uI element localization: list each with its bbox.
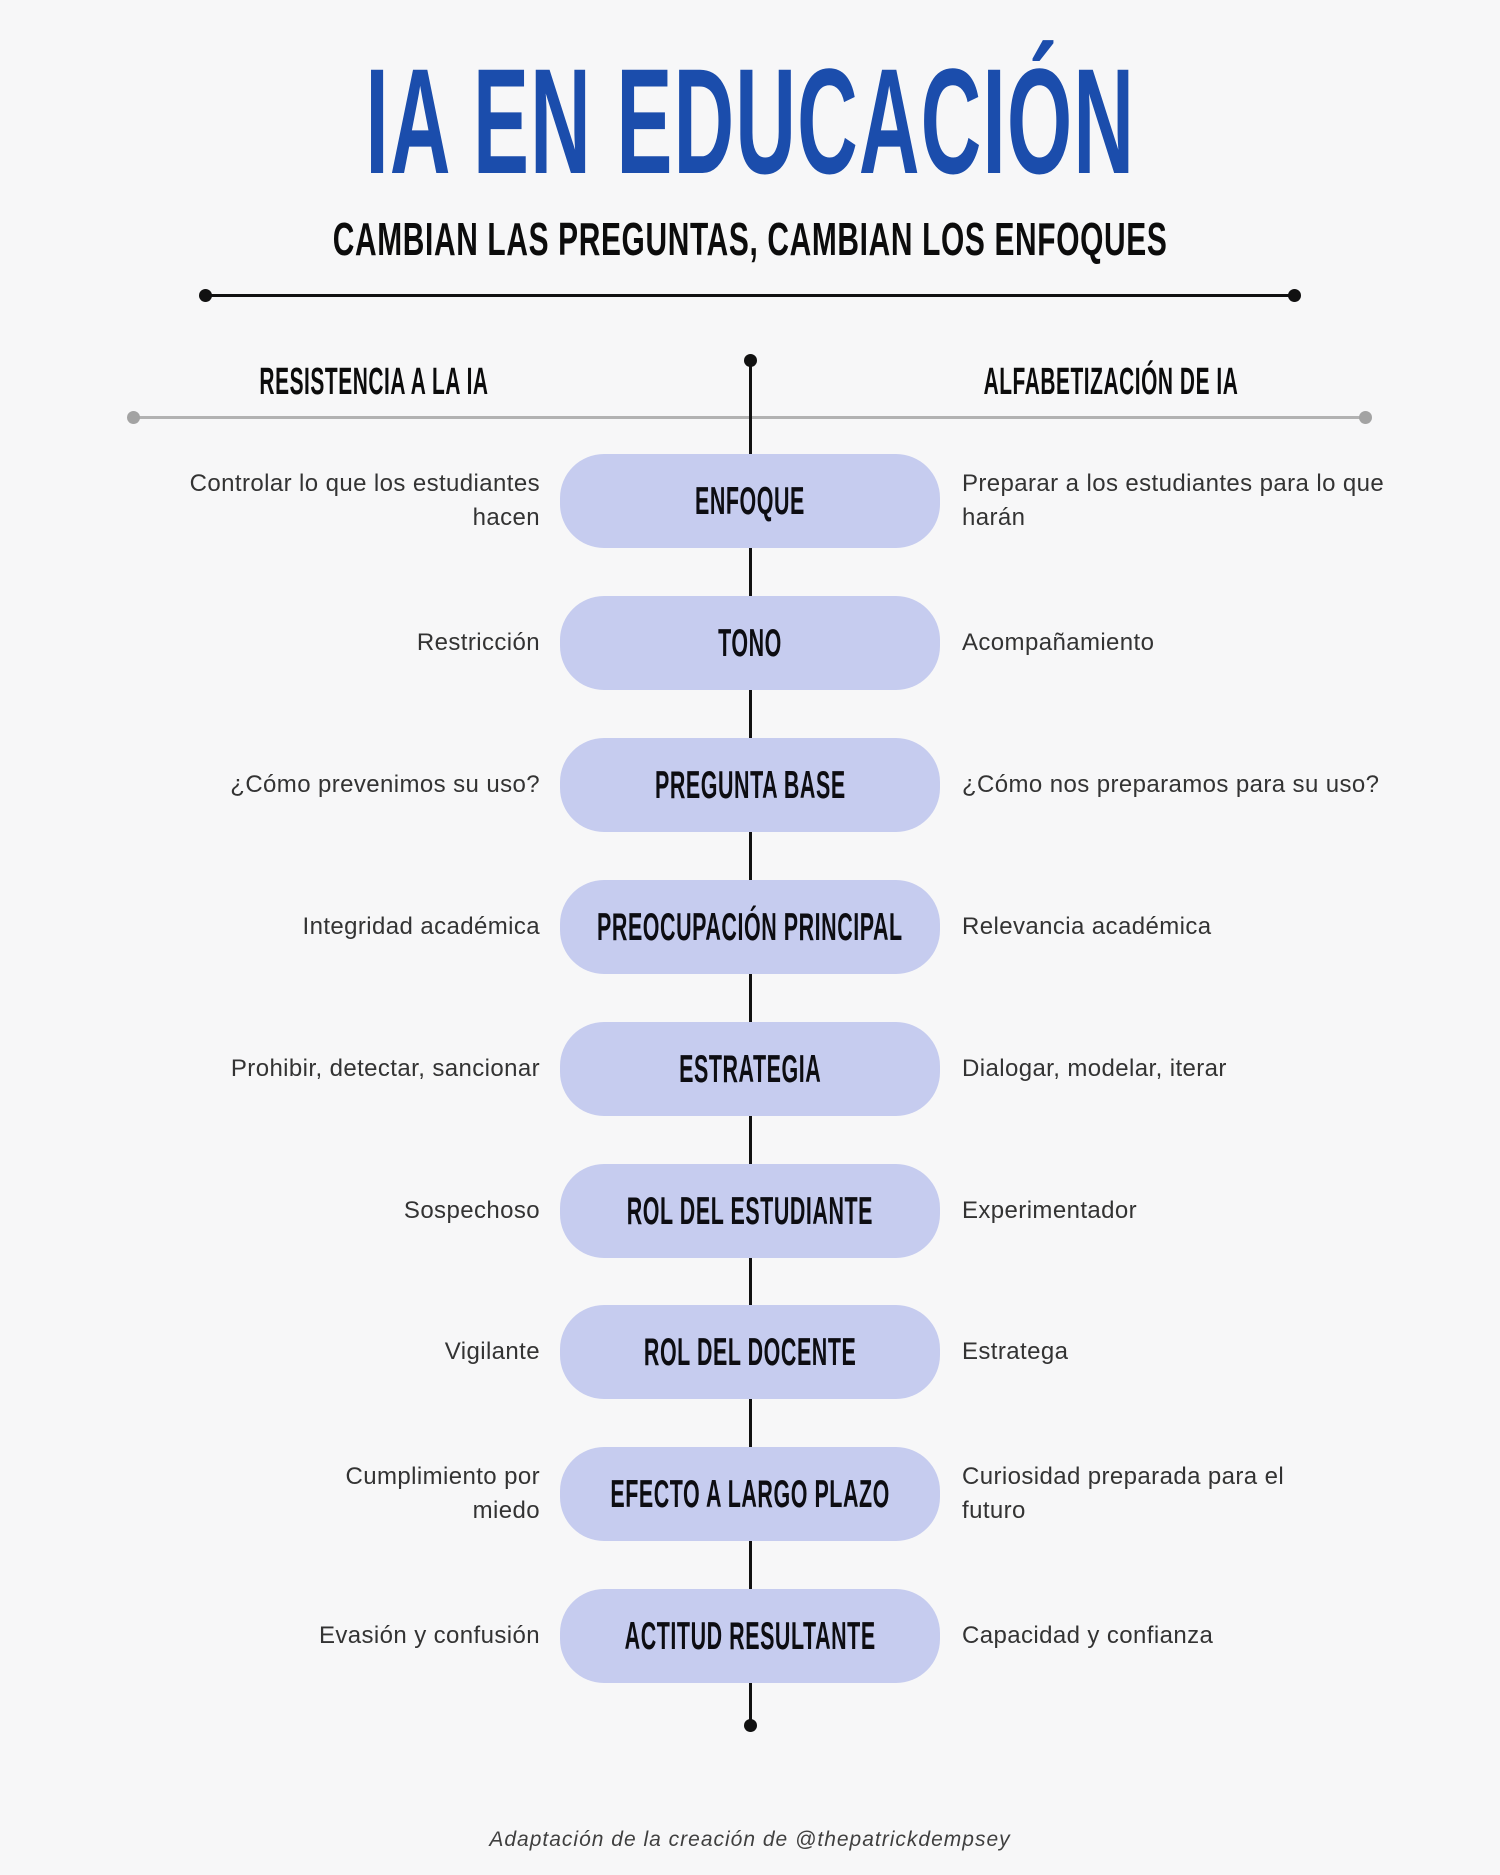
- category-pill: PREOCUPACIÓN PRINCIPAL: [560, 880, 940, 974]
- comparison-row: Evasión y confusión ACTITUD RESULTANTE C…: [0, 1589, 1500, 1683]
- comparison-row: Restricción TONO Acompañamiento: [0, 596, 1500, 690]
- header-divider-line: [205, 294, 1300, 297]
- resistance-value: Prohibir, detectar, sancionar: [230, 1055, 540, 1082]
- category-label: ESTRATEGIA: [678, 1047, 822, 1091]
- category-pill: ROL DEL ESTUDIANTE: [560, 1164, 940, 1258]
- category-pill: PREGUNTA BASE: [560, 738, 940, 832]
- line-endpoint-dot-left: [199, 289, 212, 302]
- literacy-value: Curiosidad preparada para el futuro: [962, 1463, 1285, 1524]
- resistance-value: Evasión y confusión: [318, 1622, 540, 1649]
- category-label: ROL DEL ESTUDIANTE: [626, 1189, 874, 1233]
- line-endpoint-dot-right: [1288, 289, 1301, 302]
- attribution-text: Adaptación de la creación de @thepatrick…: [489, 1828, 1011, 1851]
- page-subtitle-text: CAMBIAN LAS PREGUNTAS, CAMBIAN LOS ENFOQ…: [332, 213, 1168, 265]
- comparison-row: Integridad académica PREOCUPACIÓN PRINCI…: [0, 880, 1500, 974]
- column-header-literacy-text: ALFABETIZACIÓN DE IA: [983, 361, 1239, 403]
- literacy-value: Relevancia académica: [962, 913, 1212, 940]
- gray-line-endpoint-dot-right: [1359, 411, 1372, 424]
- comparison-row: Prohibir, detectar, sancionar ESTRATEGIA…: [0, 1022, 1500, 1116]
- category-label: ENFOQUE: [695, 479, 805, 523]
- gray-line-endpoint-dot-left: [127, 411, 140, 424]
- literacy-value: Preparar a los estudiantes para lo que h…: [962, 470, 1385, 531]
- comparison-row: ¿Cómo prevenimos su uso? PREGUNTA BASE ¿…: [0, 738, 1500, 832]
- column-header-literacy: ALFABETIZACIÓN DE IA: [879, 363, 1342, 401]
- resistance-value: Vigilante: [444, 1338, 540, 1365]
- comparison-row: Sospechoso ROL DEL ESTUDIANTE Experiment…: [0, 1164, 1500, 1258]
- comparison-row: Cumplimiento por miedo EFECTO A LARGO PL…: [0, 1447, 1500, 1541]
- category-pill: ESTRATEGIA: [560, 1022, 940, 1116]
- category-pill: EFECTO A LARGO PLAZO: [560, 1447, 940, 1541]
- resistance-value: Cumplimiento por miedo: [345, 1463, 540, 1524]
- category-pill: ENFOQUE: [560, 454, 940, 548]
- category-pill: TONO: [560, 596, 940, 690]
- page-title-text: IA EN EDUCACIÓN: [365, 37, 1135, 205]
- page-subtitle: CAMBIAN LAS PREGUNTAS, CAMBIAN LOS ENFOQ…: [0, 216, 1500, 262]
- literacy-value: ¿Cómo nos preparamos para su uso?: [962, 771, 1380, 798]
- category-label: EFECTO A LARGO PLAZO: [610, 1472, 890, 1516]
- page-title: IA EN EDUCACIÓN: [0, 46, 1500, 196]
- comparison-row: Controlar lo que los estudiantes hacen E…: [0, 454, 1500, 548]
- resistance-value: ¿Cómo prevenimos su uso?: [230, 771, 540, 798]
- category-pill: ACTITUD RESULTANTE: [560, 1589, 940, 1683]
- category-label: PREOCUPACIÓN PRINCIPAL: [597, 905, 903, 949]
- literacy-value: Acompañamiento: [962, 629, 1155, 656]
- resistance-value: Sospechoso: [403, 1197, 540, 1224]
- axis-end-dot: [744, 1719, 757, 1732]
- comparison-row: Vigilante ROL DEL DOCENTE Estratega: [0, 1305, 1500, 1399]
- axis-start-dot: [744, 354, 757, 367]
- literacy-value: Estratega: [962, 1338, 1069, 1365]
- literacy-value: Experimentador: [962, 1197, 1138, 1224]
- literacy-value: Dialogar, modelar, iterar: [962, 1055, 1227, 1082]
- category-label: ACTITUD RESULTANTE: [624, 1614, 876, 1658]
- column-header-resistance-text: RESISTENCIA A LA IA: [259, 361, 489, 403]
- resistance-value: Restricción: [416, 629, 540, 656]
- category-label: ROL DEL DOCENTE: [643, 1330, 857, 1374]
- category-label: TONO: [718, 621, 782, 665]
- category-label: PREGUNTA BASE: [654, 763, 846, 807]
- category-pill: ROL DEL DOCENTE: [560, 1305, 940, 1399]
- column-header-resistance: RESISTENCIA A LA IA: [166, 363, 583, 401]
- resistance-value: Controlar lo que los estudiantes hacen: [189, 470, 540, 531]
- literacy-value: Capacidad y confianza: [962, 1622, 1214, 1649]
- resistance-value: Integridad académica: [302, 913, 540, 940]
